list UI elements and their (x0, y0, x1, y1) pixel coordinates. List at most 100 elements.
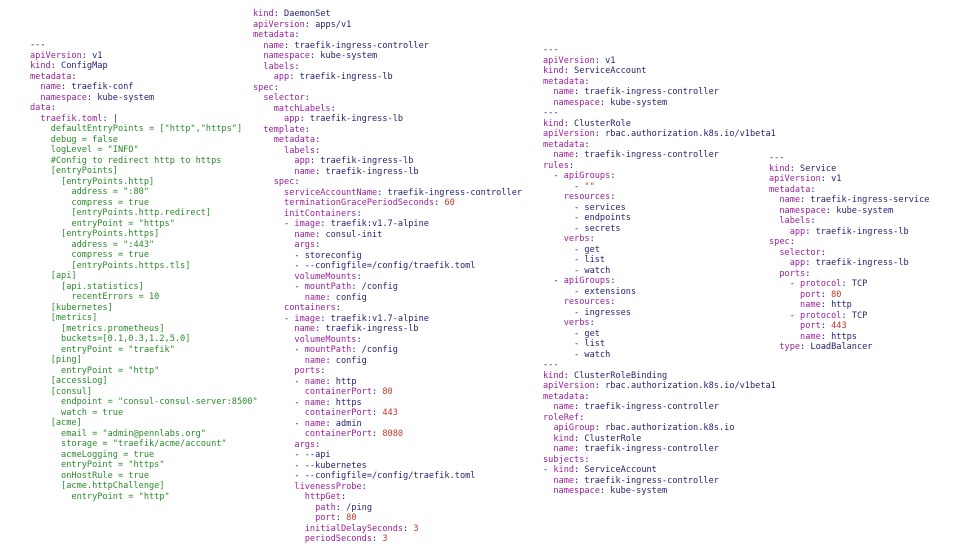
yaml-token: : ConfigMap (50, 61, 108, 71)
yaml-token: : traefik-ingress-controller (574, 150, 719, 160)
yaml-line: app: traefik-ingress-lb (769, 227, 909, 237)
yaml-token: : (304, 93, 310, 103)
yaml-token: [api.statistics] (30, 281, 144, 292)
yaml-token: labels (253, 145, 316, 156)
yaml-line: type: LoadBalancer (769, 342, 872, 352)
yaml-line: --- (769, 153, 785, 163)
yaml-line: - --configfile=/config/traefik.toml (253, 471, 475, 481)
yaml-token: [api] (30, 271, 77, 281)
yaml-line: - get (543, 329, 600, 339)
yaml-line: - image: traefik:v1.7-alpine (253, 219, 429, 229)
yaml-line: - kind: ServiceAccount (543, 465, 657, 475)
yaml-line: selector: (769, 248, 826, 258)
yaml-line: [acme] (30, 418, 82, 428)
yaml-token: metadata (769, 184, 811, 195)
yaml-line: watch = true (30, 408, 123, 418)
yaml-token: : traefik:v1.7-alpine (320, 313, 429, 324)
yaml-line: labels: (253, 146, 320, 156)
yaml-line: name: config (253, 356, 367, 366)
yaml-token: - watch (543, 265, 611, 276)
yaml-token: traefik.toml (30, 113, 103, 124)
yaml-token: --- (543, 360, 559, 370)
yaml-token: - --configfile=/config/traefik.toml (253, 261, 476, 271)
yaml-line: metadata: (253, 135, 321, 145)
yaml-line: [entryPoints.http.redirect] (30, 208, 211, 218)
yaml-token: : (315, 135, 321, 145)
yaml-line: roleRef: (543, 413, 584, 423)
yaml-token: args (253, 240, 316, 250)
yaml-line: args: (253, 440, 320, 450)
yaml-token: name (253, 166, 316, 177)
yaml-token: [acme.httpChallenge] (30, 481, 165, 491)
yaml-token: name (543, 87, 575, 97)
yaml-token: name (253, 355, 326, 366)
yaml-token: : v1 (594, 55, 616, 66)
yaml-line: - name: admin (253, 419, 361, 429)
yaml-token: : (330, 103, 336, 114)
yaml-token: image (294, 219, 321, 229)
yaml-line: port: 443 (769, 321, 847, 331)
yaml-token: serviceAccountName (253, 187, 378, 198)
yaml-line: subjects: (543, 455, 590, 465)
yaml-line: spec: (253, 177, 300, 187)
yaml-line: --- (30, 40, 46, 50)
yaml-token: name (253, 324, 316, 334)
yaml-token: - endpoints (543, 213, 631, 223)
yaml-token: : (372, 408, 383, 418)
yaml-token: : (335, 303, 341, 313)
yaml-token: - secrets (543, 223, 621, 234)
yaml-token: storage = "traefik/acme/account" (30, 439, 227, 449)
yaml-token: : (50, 103, 56, 113)
yaml-token: app (253, 156, 310, 166)
yaml-line: name: config (253, 293, 367, 303)
yaml-token: entryPoint = "https" (30, 218, 175, 229)
yaml-token: : (71, 71, 77, 82)
yaml-token: : (372, 387, 383, 397)
yaml-token: namespace (543, 97, 600, 108)
yaml-token: : (372, 534, 383, 544)
yaml-token: --- (543, 45, 559, 55)
yaml-line: containerPort: 8080 (253, 429, 403, 439)
yaml-token: entryPoint = "https" (30, 460, 165, 470)
yaml-line: address = ":443" (30, 240, 154, 250)
yaml-line: - services (543, 203, 626, 213)
yaml-line: [api.statistics] (30, 282, 144, 292)
yaml-token: - (253, 219, 295, 229)
yaml-line: - image: traefik:v1.7-alpine (253, 314, 429, 324)
yaml-line: name: consul-init (253, 230, 382, 240)
yaml-token: port (769, 321, 821, 331)
yaml-token: : (294, 30, 300, 40)
yaml-token: name (253, 229, 316, 240)
yaml-token: : kube-system (599, 486, 668, 496)
yaml-line: ports: (253, 366, 325, 376)
yaml-token: resources (543, 192, 611, 202)
yaml-line: httpGet: (253, 492, 346, 502)
yaml-token: matchLabels (253, 103, 331, 114)
yaml-line: [acme.httpChallenge] (30, 481, 165, 491)
yaml-token: name (543, 444, 575, 454)
yaml-token: : DaemonSet (273, 9, 331, 19)
yaml-token: subjects (543, 454, 585, 465)
yaml-token: apiVersion (769, 174, 821, 184)
yaml-token: apiGroup (543, 423, 595, 433)
yaml-line: buckets=[0.1,0.3,1.2,5.0] (30, 334, 190, 344)
yaml-line: entryPoint = "http" (30, 492, 169, 502)
yaml-line: [ping] (30, 355, 82, 365)
yaml-token: spec (253, 82, 274, 93)
yaml-line: kind: Service (769, 164, 836, 174)
yaml-token: : (340, 492, 347, 502)
yaml-token: initContainers (253, 208, 357, 219)
yaml-token: - (253, 397, 305, 408)
yaml-line: volumeMounts: (253, 272, 361, 282)
yaml-line: path: /ping (253, 503, 372, 513)
yaml-token: 60 (444, 198, 455, 208)
yaml-token: : traefik-ingress-controller (574, 475, 719, 486)
yaml-token: metadata (253, 30, 295, 40)
yaml-token: kind (769, 163, 790, 174)
yaml-token: defaultEntryPoints = ["http","https"] (30, 124, 243, 134)
yaml-token: : traefik-ingress-controller (377, 187, 523, 198)
yaml-token: : traefik-ingress-lb (289, 72, 393, 82)
yaml-line: onHostRule = true (30, 471, 149, 481)
yaml-line: [entryPoints.https.tls] (30, 261, 190, 271)
yaml-token: resources (543, 297, 611, 307)
